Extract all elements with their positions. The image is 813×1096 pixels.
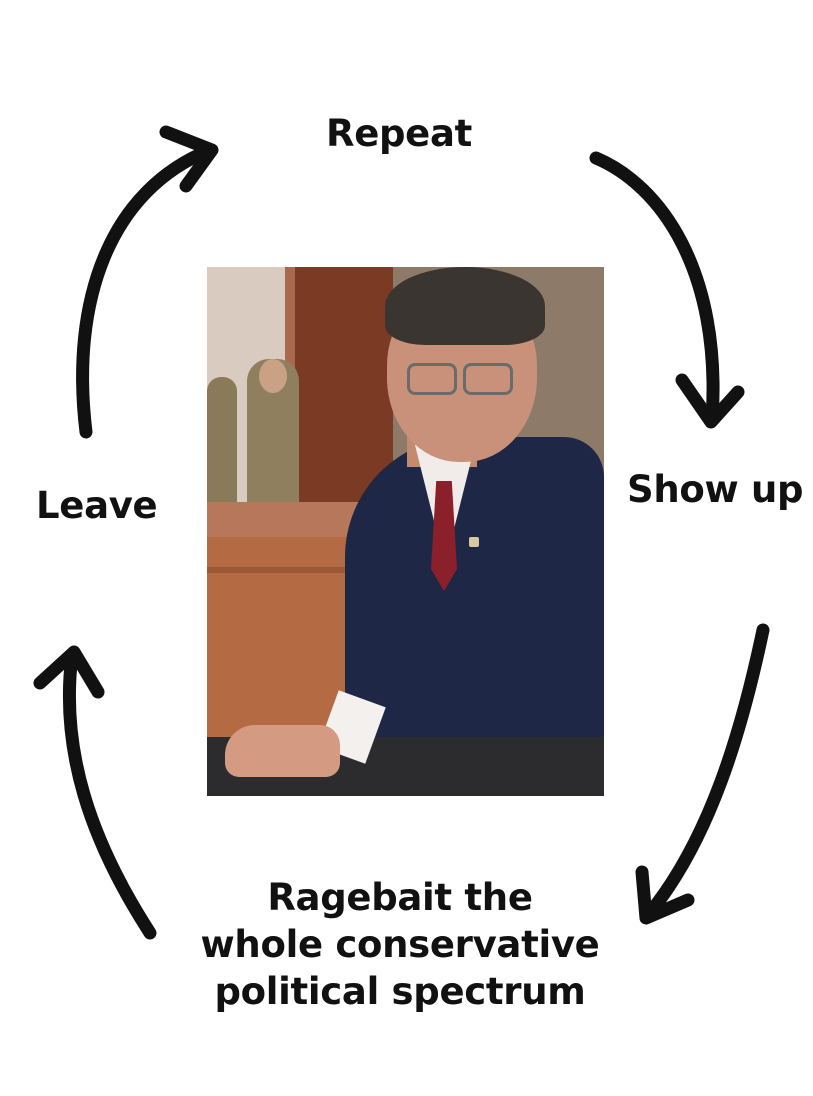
cycle-step-ragebait-line: Ragebait the xyxy=(267,876,533,919)
cycle-step-leave: Leave xyxy=(36,484,158,527)
cycle-step-repeat: Repeat xyxy=(326,112,473,155)
arrow-top-right-curve-icon xyxy=(589,151,745,429)
cycle-step-show-up: Show up xyxy=(627,468,804,511)
cycle-step-ragebait-line: whole conservative xyxy=(200,923,600,966)
center-photo xyxy=(207,267,604,796)
arrow-top-left-curve-icon xyxy=(76,125,219,439)
arrow-bottom-left-curve-icon xyxy=(33,645,157,940)
cycle-step-ragebait-line: political spectrum xyxy=(214,970,586,1013)
arrow-bottom-right-curve-icon xyxy=(635,623,770,925)
cycle-step-ragebait: Ragebait the whole conservative politica… xyxy=(150,874,650,1015)
